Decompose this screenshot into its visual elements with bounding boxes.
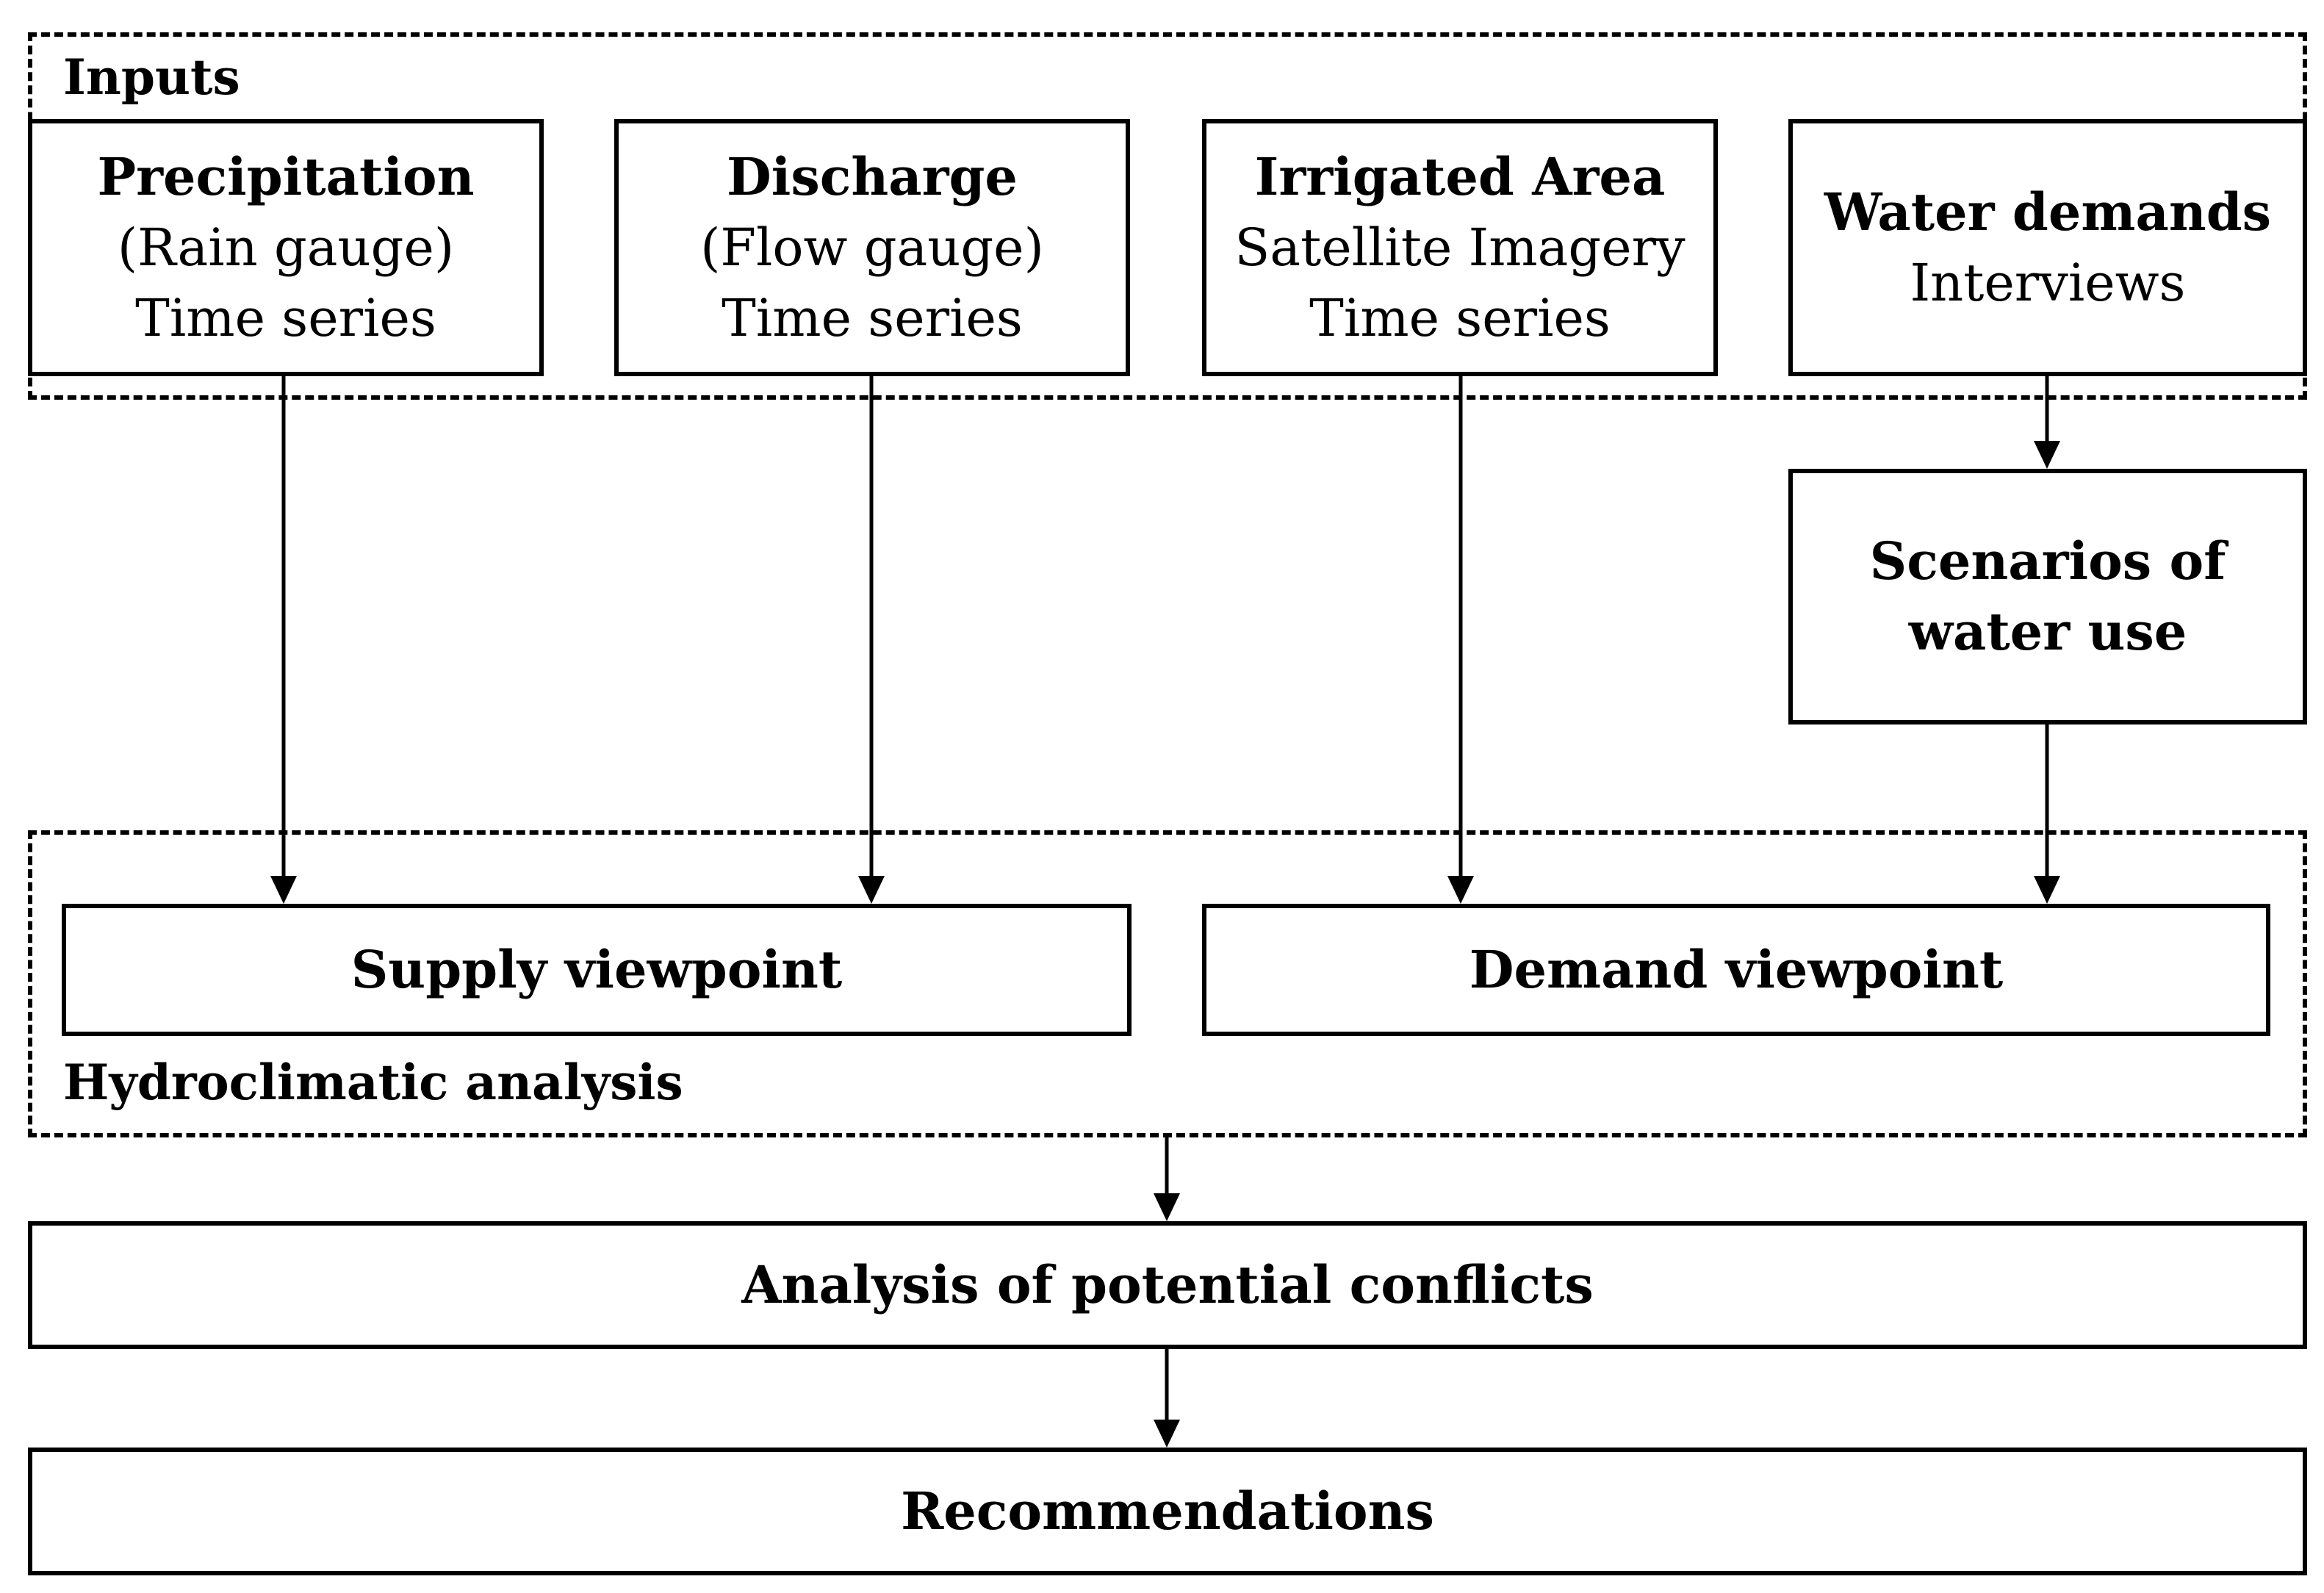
scenarios-line-1: Scenarios of	[1869, 531, 2226, 591]
supply-viewpoint-title: Supply viewpoint	[350, 939, 843, 1000]
demand-viewpoint-box: Demand viewpoint	[1202, 904, 2270, 1036]
arrowhead-analysis	[1154, 1193, 1180, 1221]
water-demands-box: Water demands Interviews	[1788, 119, 2307, 376]
recommendations-box: Recommendations	[28, 1448, 2307, 1575]
arrowhead-discharge	[858, 876, 885, 904]
scenarios-box: Scenarios of water use	[1788, 469, 2307, 724]
arrowhead-precipitation	[270, 876, 297, 904]
precipitation-source: (Rain gauge)	[117, 217, 455, 278]
hydroclimatic-group-label: Hydroclimatic analysis	[63, 1054, 683, 1111]
scenarios-line-2: water use	[1908, 601, 2187, 662]
precipitation-type: Time series	[135, 288, 436, 348]
water-demands-source: Interviews	[1910, 253, 2186, 313]
precipitation-box: Precipitation (Rain gauge) Time series	[28, 119, 544, 376]
water-demands-title: Water demands	[1824, 181, 2272, 242]
discharge-title: Discharge	[727, 146, 1018, 207]
inputs-group-label: Inputs	[63, 48, 240, 106]
conflicts-analysis-title: Analysis of potential conflicts	[741, 1254, 1594, 1315]
discharge-box: Discharge (Flow gauge) Time series	[614, 119, 1130, 376]
supply-viewpoint-box: Supply viewpoint	[62, 904, 1132, 1036]
arrowhead-scenarios	[2034, 876, 2060, 904]
demand-viewpoint-title: Demand viewpoint	[1469, 939, 2004, 1000]
hydroclimatic-group-frame	[28, 830, 2307, 1137]
irrigated-area-title: Irrigated Area	[1254, 146, 1666, 207]
arrowhead-conflicts	[1154, 1420, 1180, 1448]
arrowhead-irrigated	[1447, 876, 1474, 904]
recommendations-title: Recommendations	[901, 1481, 1434, 1542]
conflicts-analysis-box: Analysis of potential conflicts	[28, 1221, 2307, 1349]
irrigated-area-box: Irrigated Area Satellite Imagery Time se…	[1202, 119, 1718, 376]
discharge-source: (Flow gauge)	[700, 217, 1044, 278]
precipitation-title: Precipitation	[97, 146, 475, 207]
irrigated-area-source: Satellite Imagery	[1234, 217, 1686, 278]
arrowhead-water-demands	[2034, 441, 2060, 469]
irrigated-area-type: Time series	[1309, 288, 1611, 348]
discharge-type: Time series	[722, 288, 1023, 348]
